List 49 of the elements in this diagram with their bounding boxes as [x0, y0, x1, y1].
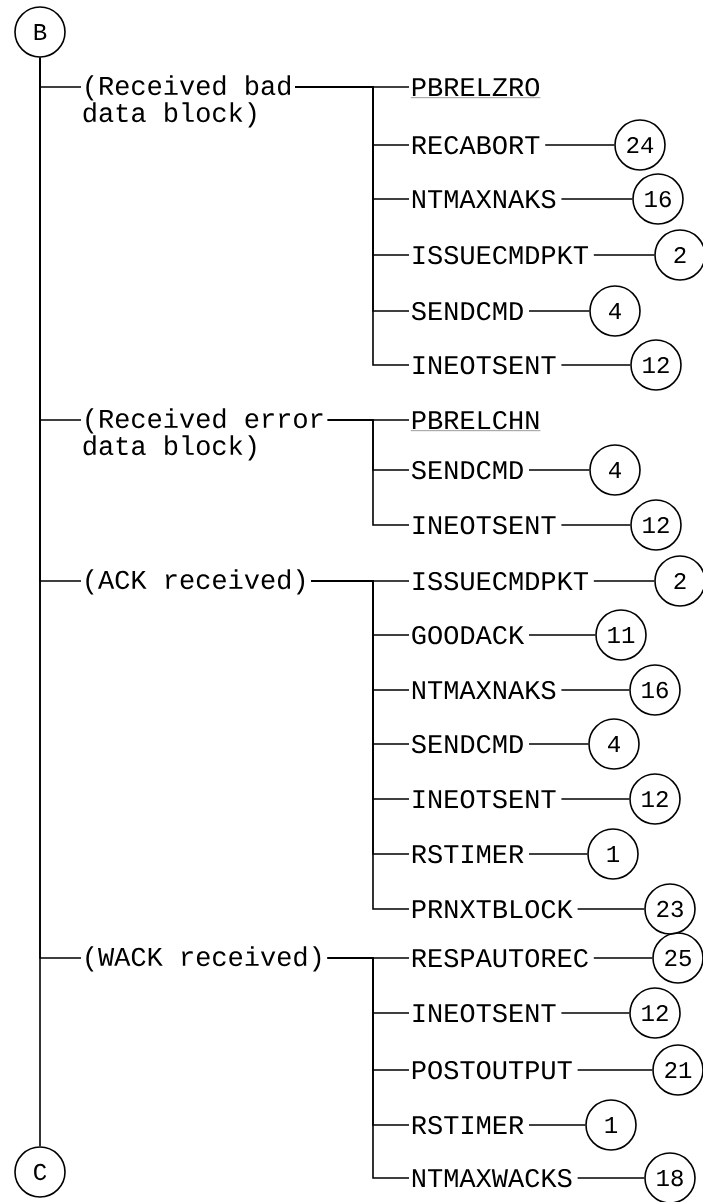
- routine-name: RECABORT: [412, 135, 540, 155]
- connector-line: [560, 524, 631, 526]
- routine-name: PRNXTBLOCK: [412, 899, 573, 919]
- routine-name: RESPAUTOREC: [412, 948, 588, 968]
- branch-line: [326, 957, 410, 1179]
- connector-line: [576, 1069, 653, 1071]
- routine-name: NTMAXNAKS: [412, 680, 556, 700]
- routine-name: POSTOUTPUT: [412, 1060, 572, 1080]
- branch-line: [39, 57, 82, 959]
- connector-line: [576, 1177, 645, 1179]
- routine-name: SENDCMD: [411, 734, 523, 754]
- connector-line: [593, 254, 655, 256]
- branch-line: [326, 419, 410, 526]
- branch-line: [294, 86, 410, 366]
- condition-text: (WACK received): [86, 946, 321, 972]
- routine-name: INEOTSENT: [413, 355, 556, 375]
- routine-name: INEOTSENT: [413, 789, 556, 809]
- routine-name: PBRELZRO: [410, 77, 541, 98]
- connector-line: [528, 469, 590, 471]
- connector-line: [528, 634, 596, 636]
- routine-name: SENDCMD: [411, 301, 523, 321]
- routine-name: ISSUECMDPKT: [413, 245, 588, 265]
- connector-line: [593, 580, 655, 582]
- condition-text: (Received bad data block): [83, 75, 291, 128]
- routine-name: PBRELCHN: [410, 410, 541, 431]
- routine-name: SENDCMD: [411, 460, 523, 480]
- connector-line: [576, 908, 645, 910]
- condition-text: (ACK received): [86, 569, 305, 595]
- routine-name: INEOTSENT: [413, 515, 556, 535]
- connector-line: [528, 1124, 586, 1126]
- connector-line: [560, 689, 630, 691]
- connector-line: [560, 198, 633, 200]
- routine-name: RSTIMER: [412, 1115, 524, 1135]
- connector-line: [544, 144, 615, 146]
- condition-text: (Received error data block): [83, 408, 323, 461]
- routine-name: NTMAXWACKS: [412, 1168, 572, 1188]
- routine-name: INEOTSENT: [413, 1003, 556, 1023]
- connector-line: [528, 743, 589, 745]
- connector-line: [528, 310, 590, 312]
- routine-name: ISSUECMDPKT: [413, 571, 588, 591]
- connector-line: [560, 1012, 630, 1014]
- connector-line: [593, 957, 653, 959]
- routine-name: GOODACK: [412, 625, 525, 645]
- routine-name: NTMAXNAKS: [412, 189, 556, 209]
- connector-line: [528, 853, 588, 855]
- connector-line: [560, 798, 630, 800]
- connector-line: [560, 364, 631, 366]
- routine-name: RSTIMER: [412, 844, 524, 864]
- branch-line: [310, 580, 410, 910]
